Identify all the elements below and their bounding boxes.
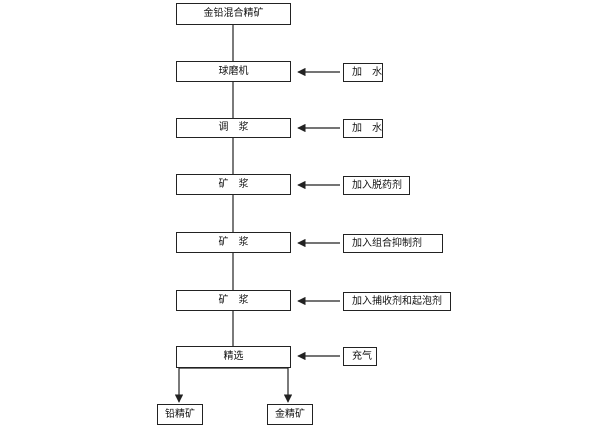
slurry-box-2: 矿 浆 xyxy=(176,232,291,253)
addition-box-water-1: 加 水 xyxy=(343,63,383,82)
addition-box-collector-frother: 加入捕收剂和起泡剂 xyxy=(343,292,451,311)
addition-box-aeration: 充气 xyxy=(343,347,377,366)
conditioning-box: 调 浆 xyxy=(176,118,291,138)
feed-box: 金铅混合精矿 xyxy=(176,3,291,25)
cleaning-box: 精选 xyxy=(176,346,291,368)
slurry-box-1: 矿 浆 xyxy=(176,174,291,195)
lead-concentrate-box: 铅精矿 xyxy=(157,404,203,425)
addition-box-depressant: 加入组合抑制剂 xyxy=(343,234,443,253)
ball-mill-box: 球磨机 xyxy=(176,61,291,82)
addition-box-deagent: 加入脱药剂 xyxy=(343,176,410,195)
slurry-box-3: 矿 浆 xyxy=(176,290,291,311)
addition-box-water-2: 加 水 xyxy=(343,119,383,138)
gold-concentrate-box: 金精矿 xyxy=(267,404,313,425)
